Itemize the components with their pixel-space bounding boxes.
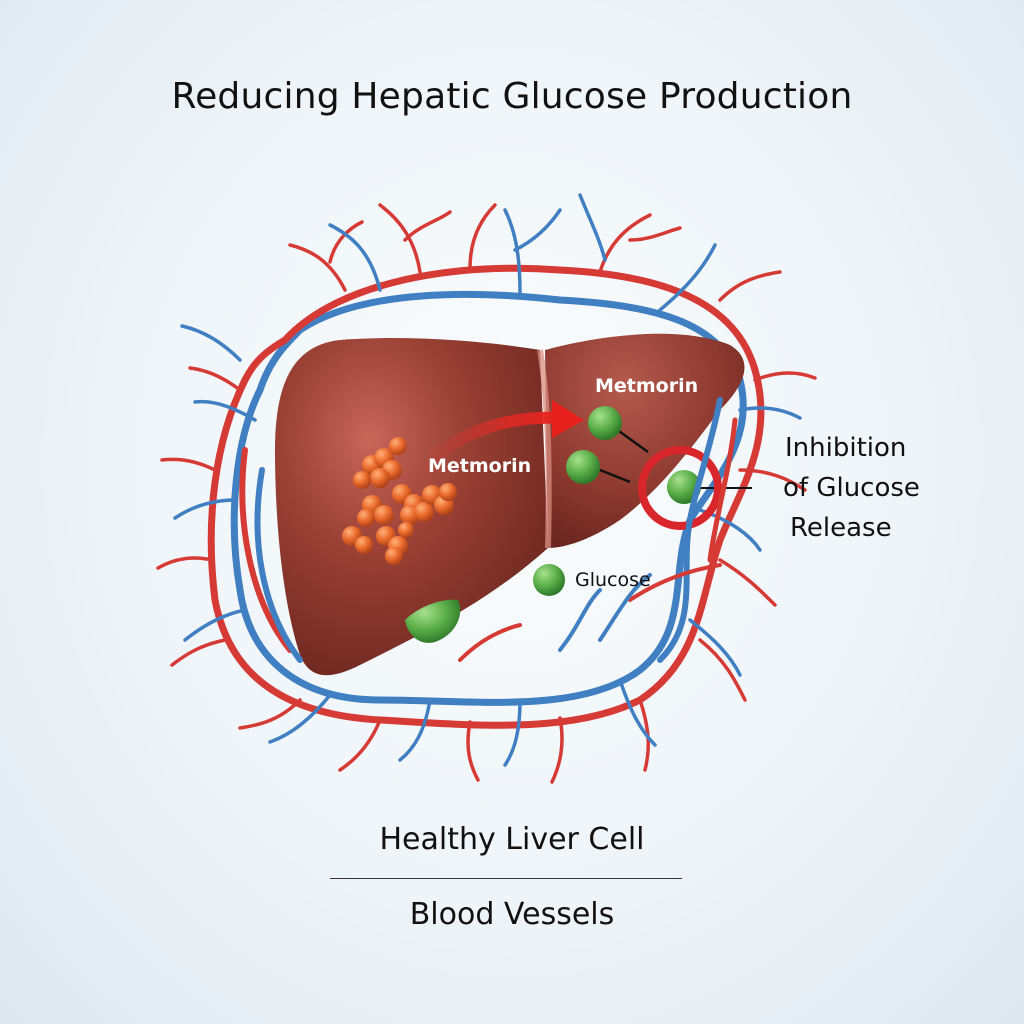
glucose-molecule [566,450,600,484]
metmorin-label-center: Metmorin [428,455,531,477]
inhibition-label-line2: of Glucose [783,473,920,503]
caption-divider [330,878,682,879]
inhibition-label-line1: Inhibition [785,433,906,463]
inhibition-label-line3: Release [790,513,892,543]
glucose-molecule [588,406,622,440]
caption-blood-vessels: Blood Vessels [0,897,1024,932]
glucose-label: Glucose [575,569,651,591]
glucose-molecule [533,564,565,596]
metmorin-label-top: Metmorin [595,375,698,397]
caption-healthy-liver-cell: Healthy Liver Cell [0,822,1024,857]
